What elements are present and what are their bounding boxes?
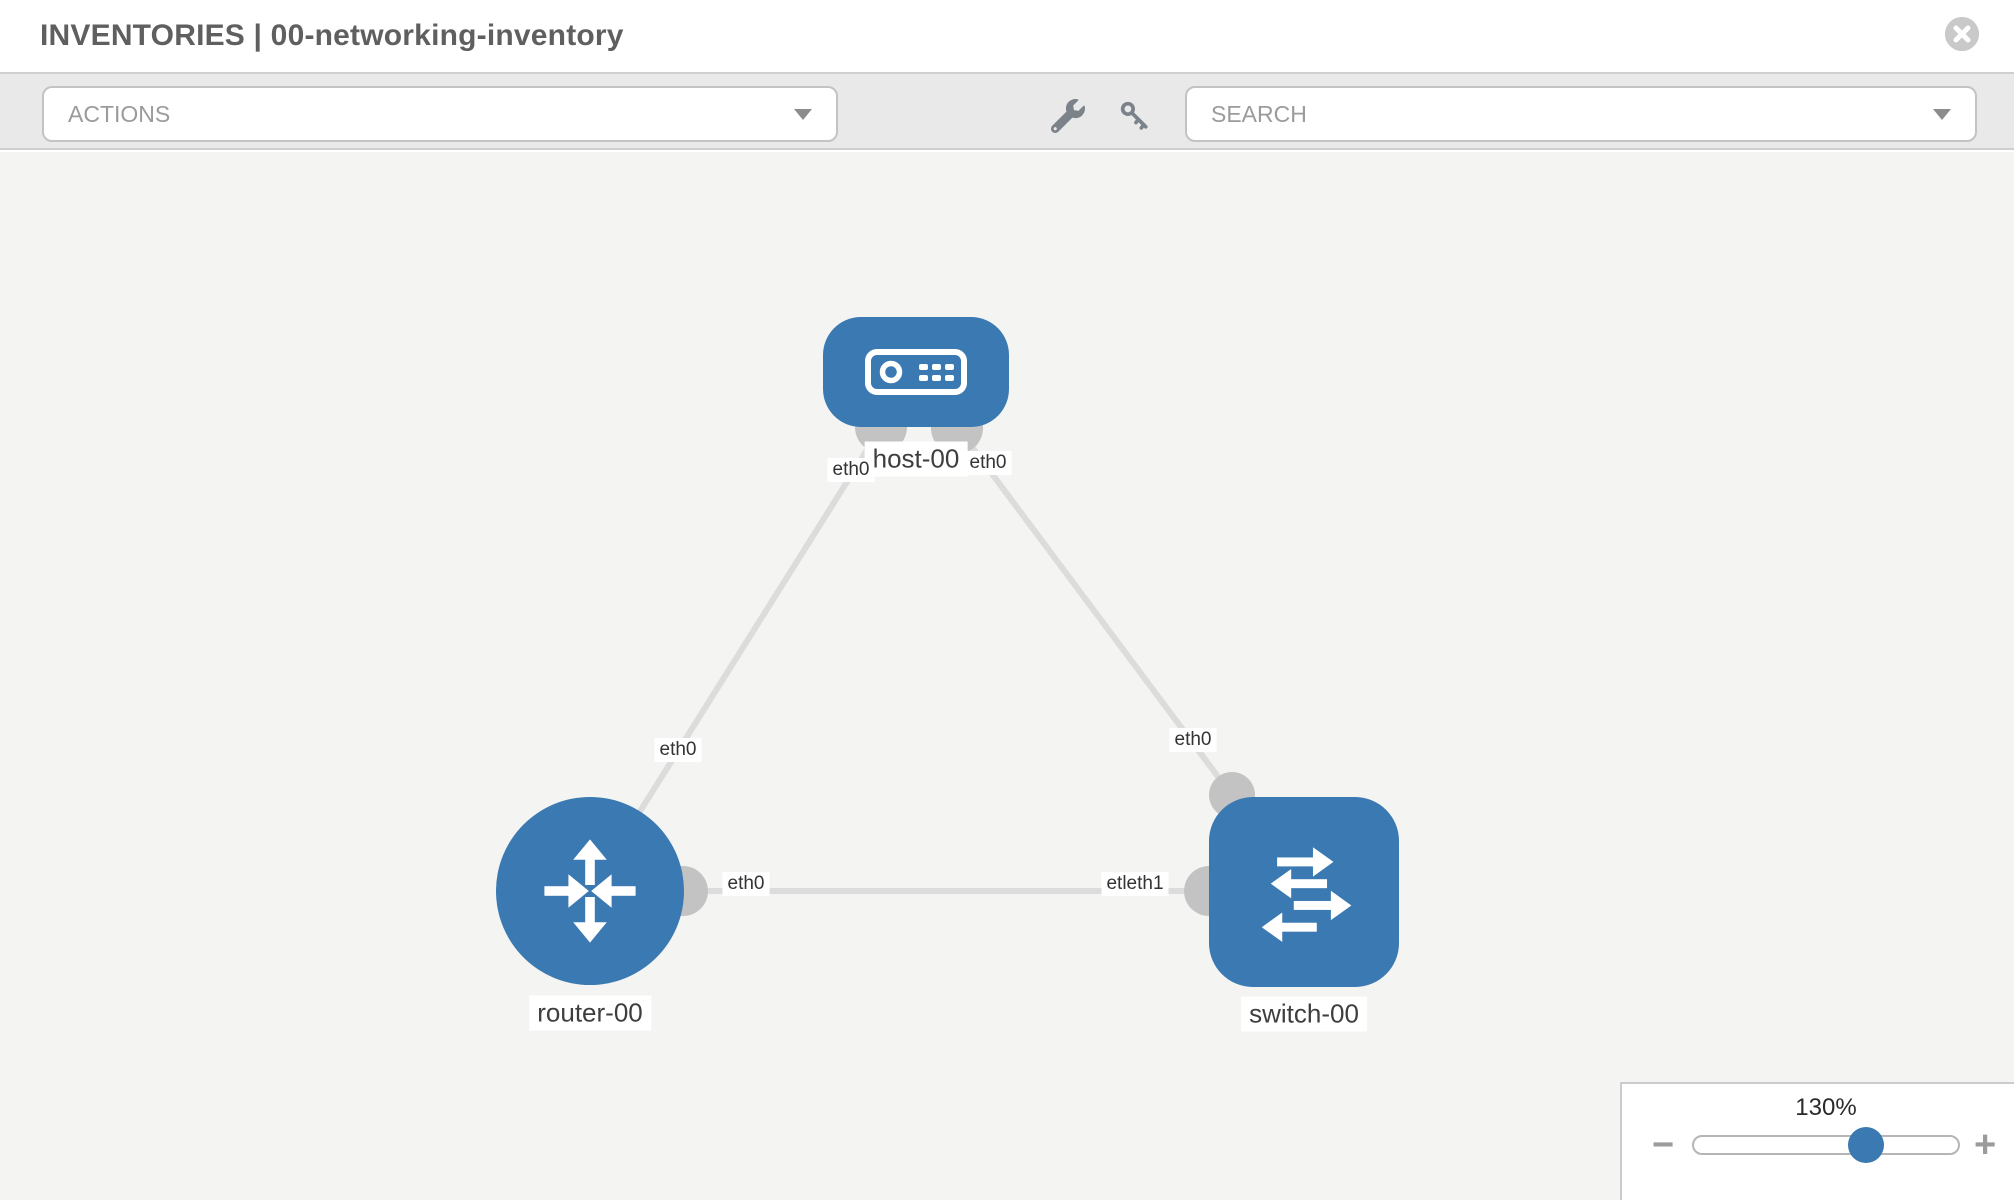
configure-button[interactable] xyxy=(1051,99,1085,133)
if-label-switch-eth0: eth0 xyxy=(1169,728,1217,752)
zoom-level-value: 130% xyxy=(1795,1094,1857,1121)
if-label-host-eth0-left: eth0 xyxy=(827,458,875,482)
if-label-switch-eth1: etleth1 xyxy=(1101,872,1169,896)
search-dropdown[interactable]: SEARCH xyxy=(1185,86,1977,142)
node-router-00[interactable] xyxy=(496,797,684,985)
page-title: INVENTORIES | 00-networking-inventory xyxy=(40,19,624,52)
chevron-down-icon xyxy=(1933,109,1951,120)
search-dropdown-label: SEARCH xyxy=(1211,100,1307,127)
zoom-control-panel: 130% − + xyxy=(1620,1082,2014,1200)
chevron-down-icon xyxy=(794,109,812,120)
node-label-host: host-00 xyxy=(864,441,968,477)
toolbar: ACTIONS SEARCH xyxy=(0,72,2014,150)
zoom-slider-knob[interactable] xyxy=(1848,1127,1884,1163)
topology-canvas[interactable]: host-00 router-00 switch-00 eth0 eth0 et… xyxy=(0,152,2014,1200)
header-bar: INVENTORIES | 00-networking-inventory xyxy=(0,0,2014,72)
credentials-button[interactable] xyxy=(1118,99,1152,133)
link-layer xyxy=(587,370,1307,916)
node-switch-00[interactable] xyxy=(1209,797,1399,987)
actions-dropdown[interactable]: ACTIONS xyxy=(42,86,838,142)
close-button[interactable] xyxy=(1945,17,1979,51)
zoom-out-button[interactable]: − xyxy=(1652,1124,1675,1166)
key-icon xyxy=(1120,101,1148,130)
node-label-router: router-00 xyxy=(529,995,651,1031)
if-label-host-eth0-right: eth0 xyxy=(964,451,1012,475)
zoom-in-button[interactable]: + xyxy=(1974,1124,1997,1166)
actions-dropdown-label: ACTIONS xyxy=(68,100,171,127)
node-label-switch: switch-00 xyxy=(1241,996,1367,1032)
switch-icon xyxy=(1261,847,1352,942)
wrench-icon xyxy=(1051,99,1085,133)
zoom-slider-track[interactable] xyxy=(1692,1135,1960,1155)
router-icon xyxy=(544,839,636,943)
node-host-00[interactable] xyxy=(823,317,1009,427)
host-icon xyxy=(865,349,967,395)
close-icon xyxy=(1945,17,1979,51)
if-label-router-eth0: eth0 xyxy=(722,872,770,896)
if-label-router-eth0-uplink: eth0 xyxy=(654,738,702,762)
